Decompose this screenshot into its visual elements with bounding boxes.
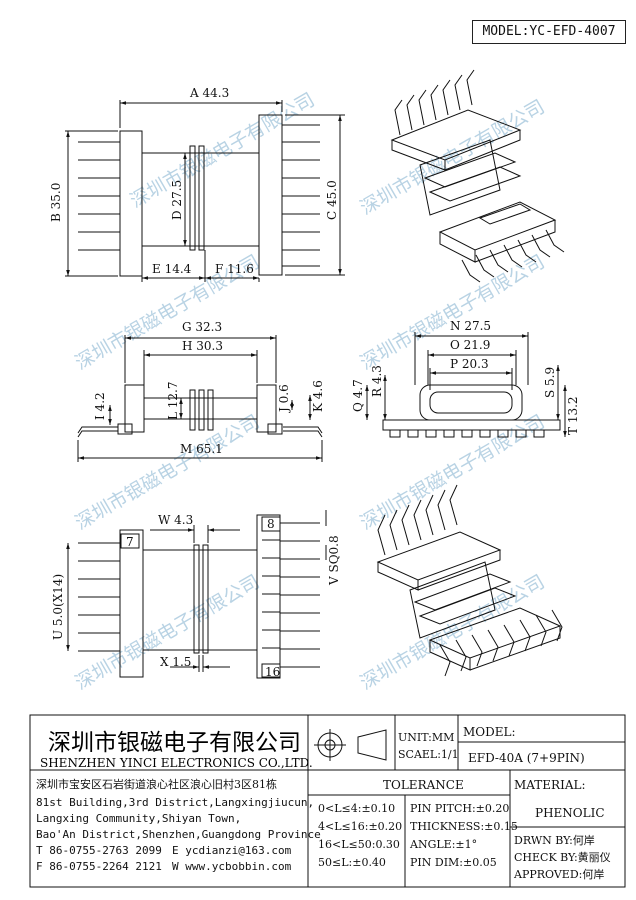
address-line-1: 81st Building,3rd District,Langxingjiucu… (36, 796, 314, 809)
view-top-left (65, 100, 345, 282)
dim-q: Q 4.7 (351, 379, 365, 412)
dim-c: C 45.0 (325, 180, 339, 220)
dim-p: P 20.3 (450, 357, 489, 371)
dim-k: K 4.6 (311, 380, 325, 412)
material-value: PHENOLIC (535, 806, 605, 820)
model-value: EFD-40A (7+9PIN) (468, 751, 585, 765)
view-mid-left (77, 335, 323, 462)
dim-m: M 65.1 (180, 442, 223, 456)
website: W www.ycbobbin.com (172, 860, 292, 873)
dim-d: D 27.5 (170, 180, 184, 220)
dim-s: S 5.9 (543, 367, 557, 398)
dim-j: J 0.6 (277, 384, 291, 414)
watermark-8: 深圳市银磁电子有限公司 (357, 571, 549, 695)
tolerance-row-1: 0<L≤4:±0.10 (318, 802, 395, 815)
dim-e: E 14.4 (152, 262, 192, 276)
pin-label-7: 7 (126, 535, 134, 549)
view-mid-right (365, 332, 567, 438)
watermark-4: 深圳市银磁电子有限公司 (357, 251, 549, 375)
material-label: MATERIAL: (514, 778, 586, 792)
model-header: MODEL:YC-EFD-4007 (472, 20, 626, 44)
dim-b: B 35.0 (49, 183, 63, 222)
tolerance-angle: ANGLE:±1° (409, 838, 477, 851)
address-cn: 深圳市宝安区石岩街道浪心社区浪心旧村3区81栋 (36, 777, 277, 791)
dim-h: H 30.3 (182, 339, 223, 353)
address-line-2: Langxing Community,Shiyan Town, (36, 812, 241, 825)
dim-n: N 27.5 (450, 319, 491, 333)
tolerance-pin-dim: PIN DIM:±0.05 (410, 856, 497, 869)
address-line-3: Bao'An District,Shenzhen,Guangdong Provi… (36, 828, 321, 841)
dim-v: V SQ0.8 (327, 535, 341, 586)
phone: T 86-0755-2763 2099 (36, 844, 162, 857)
pins-right-top (282, 124, 320, 267)
tolerance-row-3: 16<L≤50:0.30 (318, 838, 400, 851)
company-name-cn: 深圳市银磁电子有限公司 (48, 730, 301, 756)
watermark-2: 深圳市银磁电子有限公司 (357, 96, 549, 220)
tolerance-row-4: 50≤L:±0.40 (318, 856, 386, 869)
dim-u: U 5.0(X14) (51, 574, 65, 640)
pins-left-top (78, 141, 120, 251)
tolerance-thickness: THICKNESS:±0.15 (410, 820, 518, 833)
company-name-en: SHENZHEN YINCI ELECTRONICS CO.,LTD. (40, 756, 313, 770)
model-label: MODEL: (463, 725, 516, 739)
unit: UNIT:MM (398, 731, 454, 744)
dim-w: W 4.3 (158, 513, 193, 527)
dim-l: L 12.7 (166, 381, 180, 420)
checked-by: CHECK BY:黄丽仪 (514, 850, 611, 864)
dim-x: X 1.5 (160, 655, 191, 669)
title-block (29, 714, 626, 888)
drawn-by: DRWN BY:何岸 (514, 834, 595, 847)
email: E ycdianzi@163.com (172, 844, 292, 857)
dim-f: F 11.6 (215, 262, 254, 276)
dim-o: O 21.9 (450, 338, 490, 352)
dim-i: I 4.2 (93, 392, 107, 420)
tolerance-row-2: 4<L≤16:±0.20 (318, 820, 402, 833)
approved-by: APPROVED:何岸 (513, 868, 604, 881)
tolerance-title: TOLERANCE (383, 778, 464, 792)
tolerance-pitch: PIN PITCH:±0.20 (410, 802, 509, 815)
watermark-1: 深圳市银磁电子有限公司 (127, 89, 319, 213)
dim-g: G 32.3 (182, 320, 222, 334)
iso-view-bottom (376, 484, 563, 677)
view-bottom-left (66, 510, 327, 679)
scale: SCAEL:1/1 (398, 748, 459, 761)
watermark-6: 深圳市银磁电子有限公司 (357, 411, 549, 535)
fax: F 86-0755-2264 2121 (36, 860, 162, 873)
dim-a: A 44.3 (189, 86, 229, 100)
dim-t: T 13.2 (566, 396, 580, 435)
pin-label-8: 8 (267, 517, 275, 531)
iso-view-top (390, 69, 565, 283)
dim-r: R 4.3 (370, 365, 384, 397)
pin-label-16: 16 (265, 665, 280, 679)
